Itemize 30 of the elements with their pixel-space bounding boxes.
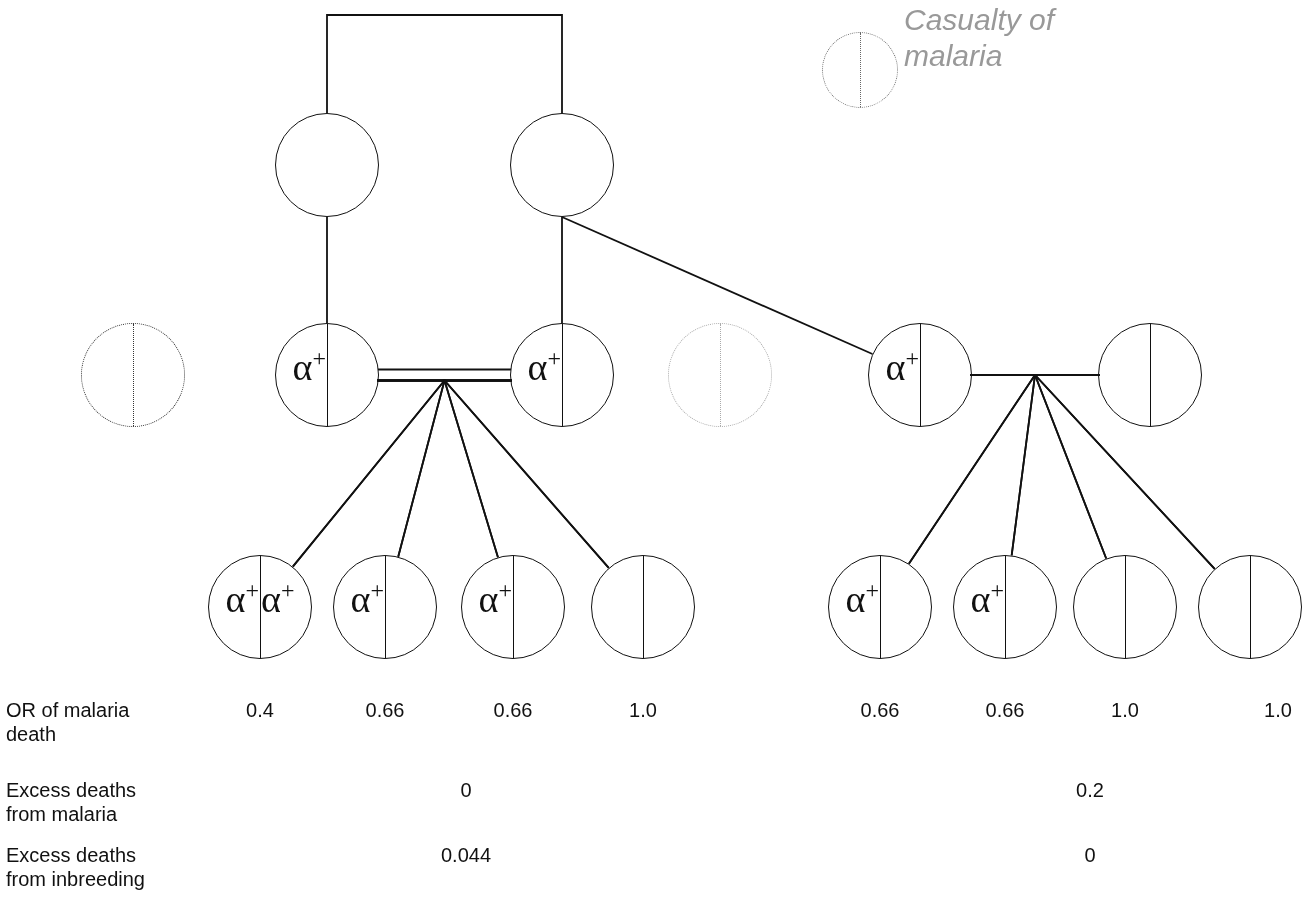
table-value: 0.66 [985,698,1025,722]
table-value: 0 [460,778,472,802]
row-heading: Excess deaths from inbreeding [6,843,146,891]
allele-label: α$^{+}$ [478,580,512,618]
allele-label: α$^{+}$ [885,348,919,386]
pedigree-line [1033,374,1108,560]
allele-label: α$^{+}$ [845,580,879,618]
table-value: 0.4 [246,698,274,722]
table-value: 1.0 [1111,698,1139,722]
allele-label: α$^{+}$ [527,348,561,386]
table-value: 0.2 [1076,778,1104,802]
table-value: 0.66 [860,698,900,722]
allele-label: α$^{+}$ [292,348,326,386]
pedigree-line [326,14,563,114]
allele-label: α$^{+}$ [350,580,384,618]
table-value: 0.044 [440,843,492,867]
row-heading: Excess deaths from malaria [6,778,138,826]
pedigree-line [561,216,563,324]
pedigree-line [326,216,328,324]
table-value: 1.0 [1264,698,1292,722]
table-value: 1.0 [629,698,657,722]
pedigree-line [561,216,874,355]
allele-label: α$^{+}$ [970,580,1004,618]
table-value: 0.66 [493,698,533,722]
table-value: 0 [1084,843,1096,867]
allele-label: α$^{+}$ [225,580,259,618]
table-value: 0.66 [365,698,405,722]
legend-text: Casualty of malaria [904,2,1058,74]
allele-label: α$^{+}$ [261,580,295,618]
row-heading: OR of malaria death [6,698,131,746]
